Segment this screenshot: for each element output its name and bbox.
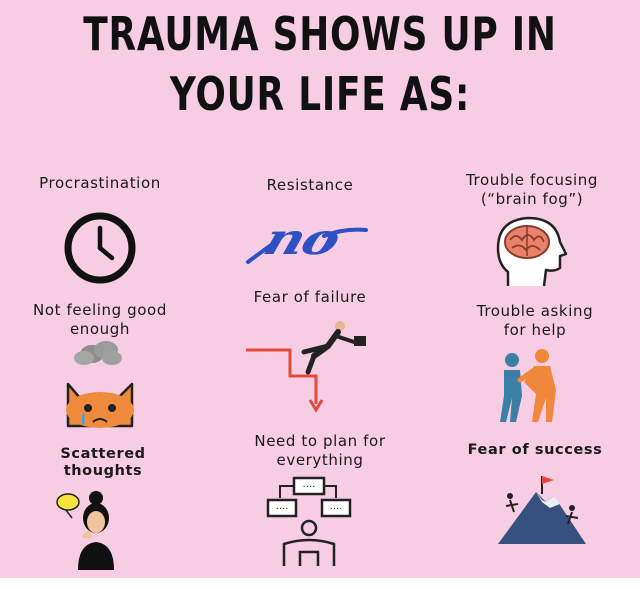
- label-not-feeling-good-enough: Not feeling good enough: [33, 301, 167, 338]
- planning-flowchart-icon: ···· ···· ····: [264, 474, 354, 570]
- svg-text:····: ····: [276, 504, 289, 515]
- title-line-1: TRAUMA SHOWS UP IN: [83, 7, 557, 61]
- crying-cat-icon: [62, 340, 138, 430]
- svg-text:····: ····: [330, 504, 343, 515]
- mountain-summit-icon: [496, 472, 588, 546]
- label-need-to-plan: Need to plan for everything: [254, 432, 386, 469]
- brain-head-icon: [494, 214, 574, 294]
- no-lettering-icon: no: [244, 210, 374, 270]
- label-procrastination: Procrastination: [39, 174, 161, 192]
- title-line-2: YOUR LIFE AS:: [169, 67, 471, 121]
- label-trouble-asking-for-help: Trouble asking for help: [476, 302, 594, 339]
- thinking-woman-icon: [54, 488, 134, 570]
- label-trouble-focusing: Trouble focusing (“brain fog”): [466, 171, 598, 208]
- label-fear-of-failure: Fear of failure: [253, 288, 367, 306]
- svg-text:····: ····: [303, 482, 316, 493]
- helping-people-icon: [494, 346, 564, 426]
- label-resistance: Resistance: [266, 176, 354, 194]
- clock-icon: [62, 210, 138, 286]
- label-fear-of-success: Fear of success: [467, 442, 603, 458]
- label-scattered-thoughts: Scattered thoughts: [60, 446, 146, 479]
- falling-man-icon: [242, 316, 382, 416]
- poster-title: TRAUMA SHOWS UP IN YOUR LIFE AS:: [70, 4, 569, 124]
